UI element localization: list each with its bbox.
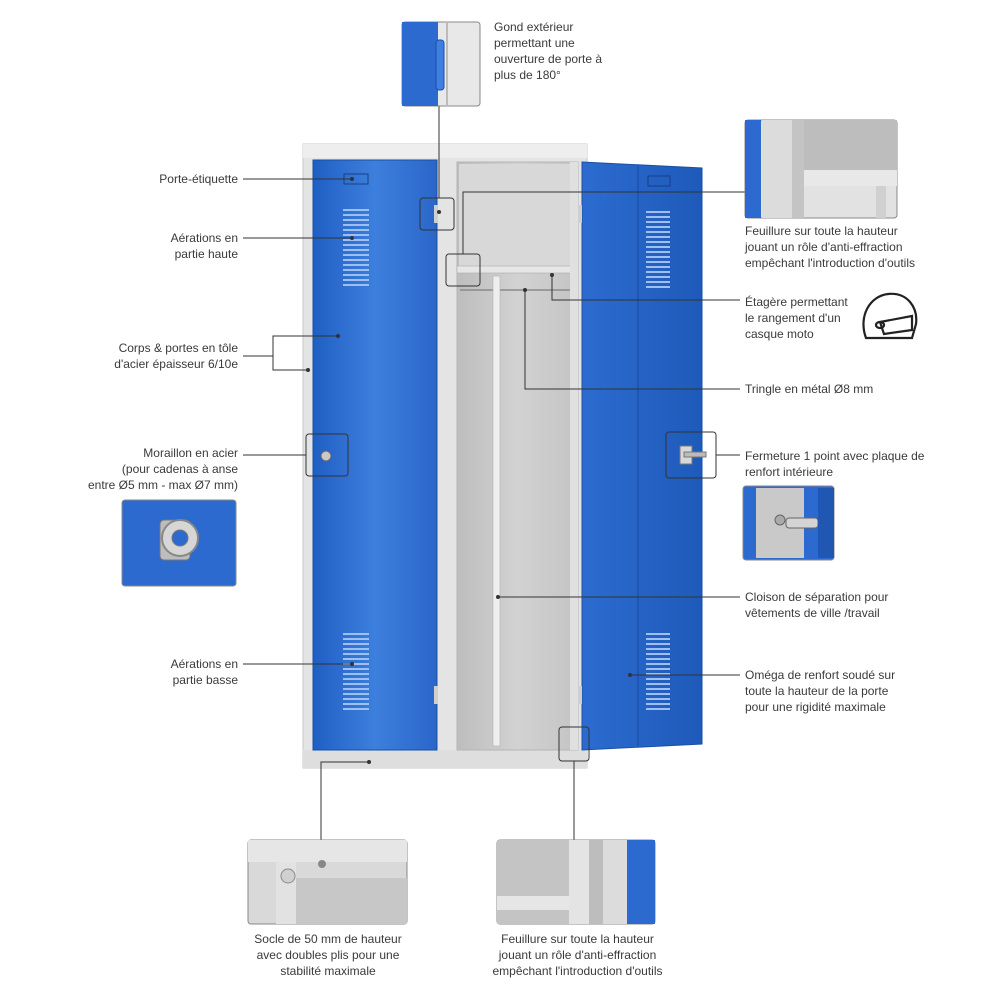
- vents-bottom: [343, 633, 369, 710]
- rebate-bottom-label: Feuillure sur toute la hauteur jouant un…: [492, 932, 663, 978]
- rebate-thumbnail-bottom: [496, 839, 656, 925]
- hasp-label: Moraillon en acier (pour cadenas à anse …: [87, 446, 238, 492]
- vents-top-label: Aérations en partie haute: [170, 231, 238, 261]
- lock-thumbnail: [742, 485, 835, 561]
- hinge-label: Gond extérieur permettant une ouverture …: [494, 20, 603, 82]
- hinge-thumbnail: [401, 21, 481, 107]
- hasp-thumbnail: [121, 499, 237, 587]
- rebate-top-label: Feuillure sur toute la hauteur jouant un…: [745, 224, 916, 270]
- base-label: Socle de 50 mm de hauteur avec doubles p…: [254, 932, 402, 978]
- rod-label: Tringle en métal Ø8 mm: [745, 382, 874, 396]
- partition-label: Cloison de séparation pour vêtements de …: [745, 590, 889, 620]
- body-label: Corps & portes en tôle d'acier épaisseur…: [114, 341, 238, 371]
- leader-lines: [243, 106, 745, 840]
- label-holder-label: Porte-étiquette: [159, 172, 238, 186]
- helmet-icon: [862, 292, 918, 340]
- vents-bottom-label: Aérations en partie basse: [170, 657, 238, 687]
- shelf-label: Étagère permettant le rangement d'un cas…: [745, 295, 848, 341]
- left-door: [312, 159, 438, 751]
- hasp: [320, 450, 332, 462]
- right-door-open: [578, 161, 707, 751]
- open-compartment: [456, 161, 579, 751]
- rebate-thumbnail-top: [744, 119, 898, 219]
- vents-top: [343, 209, 369, 286]
- base-thumbnail: [247, 839, 408, 925]
- omega-label: Oméga de renfort soudé sur toute la haut…: [745, 668, 896, 714]
- lock-label: Fermeture 1 point avec plaque de renfort…: [745, 449, 925, 479]
